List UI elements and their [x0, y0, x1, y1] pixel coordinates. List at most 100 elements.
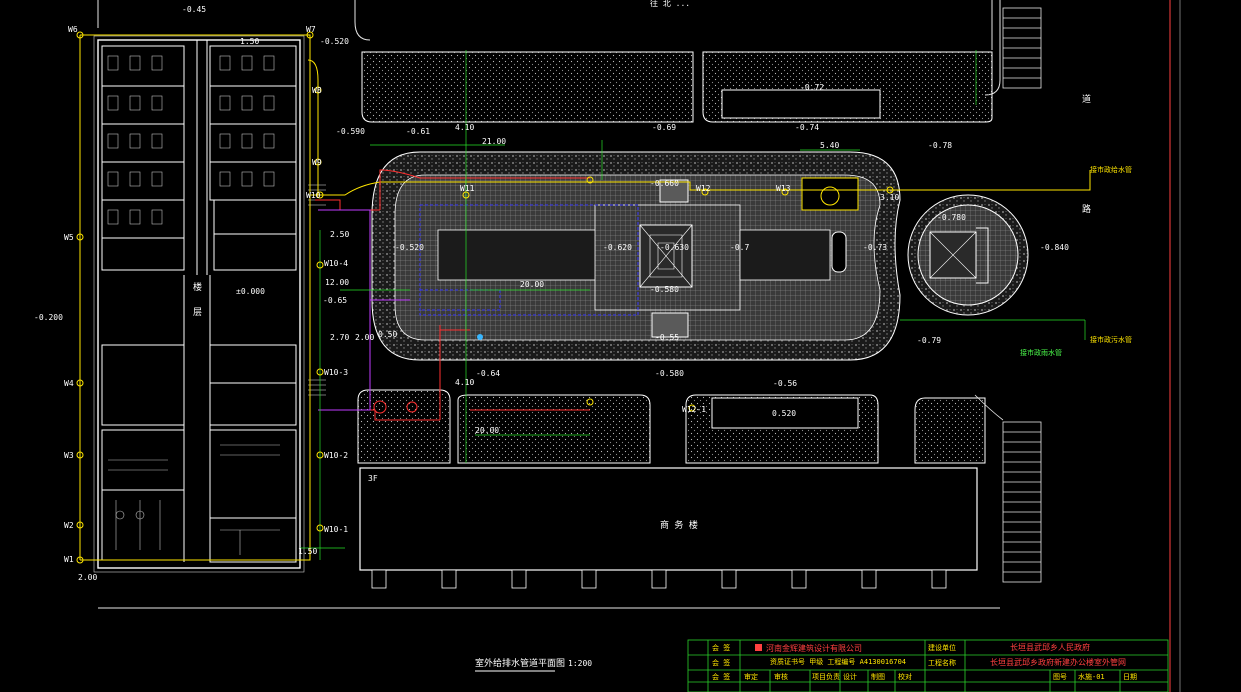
well-w3: W8	[312, 86, 322, 95]
plaza-step-bottom	[651, 312, 689, 338]
well-w9: W2	[64, 521, 74, 530]
floor-tag: 3F	[368, 474, 378, 483]
dim-d6: 2.50	[330, 230, 349, 239]
well-w5: W10	[306, 191, 321, 200]
tb-project: 长垣县武邱乡政府新建办公楼室外管网	[990, 657, 1126, 667]
valve-marker	[477, 334, 483, 340]
top-planter	[721, 89, 881, 119]
level-l22: -0.79	[917, 336, 941, 345]
dimension-lines	[300, 50, 1086, 560]
company-logo-icon	[755, 644, 762, 651]
dim-d5: 5.40	[820, 141, 839, 150]
well-w13: W10-3	[324, 368, 348, 377]
dim-d12: 4.10	[455, 123, 474, 132]
bottom-planter	[711, 397, 859, 429]
dim-d10: 1.50	[298, 547, 317, 556]
commercial-building	[359, 467, 978, 571]
dim-d1: 21.00	[482, 137, 506, 146]
level-l24: -0.7	[730, 243, 749, 252]
building-label-2: 层	[193, 307, 202, 318]
dim-d4: 12.00	[325, 278, 349, 287]
well-w10: W1	[64, 555, 74, 564]
tb-no-label: 图号	[1053, 673, 1067, 681]
level-l2: -0.520	[320, 37, 349, 46]
drawing-title: 室外给排水管道平面图	[475, 657, 565, 669]
plaza-walk-right	[739, 229, 831, 281]
note-water-connection: 接市政给水管	[1090, 165, 1132, 174]
tb-company: 河南金辉建筑设计有限公司	[766, 643, 862, 653]
tb-owner-label: 建设单位	[928, 643, 956, 652]
dim-d15: 1.50	[240, 37, 259, 46]
level-l25: 0.520	[772, 409, 796, 418]
well-w12: W10-2	[324, 451, 348, 460]
building-label-1: 楼	[193, 281, 202, 293]
level-l17: -0.64	[476, 369, 500, 378]
grease-trap	[406, 401, 418, 413]
dim-d8: 2.00	[355, 333, 374, 342]
right-road-label-mid: 路	[1082, 203, 1091, 215]
level-l1: -0.45	[182, 5, 206, 14]
building-furniture	[107, 55, 280, 555]
title-block	[687, 639, 1169, 692]
well-w6: W5	[64, 233, 74, 242]
level-l5: -0.69	[652, 123, 676, 132]
tb-field-5: 制图	[871, 672, 885, 681]
level-l9: -0.200	[34, 313, 63, 322]
tb-field-6: 校对	[898, 672, 912, 681]
statue-detail	[929, 231, 977, 279]
commercial-building-label: 商 务 楼	[660, 519, 698, 531]
tb-field-2: 审核	[774, 672, 788, 681]
plaza-step-top	[659, 179, 689, 203]
level-l11: -0.620	[603, 243, 632, 252]
plaza-walk-left	[437, 229, 599, 281]
note-sewage-connection: 接市政污水管	[1090, 335, 1132, 344]
dim-d14: 3.10	[880, 193, 899, 202]
well-w4: W9	[312, 158, 322, 167]
top-road-label: 往 北 ...	[650, 0, 690, 8]
level-l16: -0.65	[323, 296, 347, 305]
statue-steps	[976, 227, 989, 284]
right-stair-strip	[974, 7, 1042, 583]
pump-room-circle	[820, 186, 840, 206]
level-l18: -0.580	[655, 369, 684, 378]
level-l13: -0.580	[650, 285, 679, 294]
dim-d2: 20.00	[520, 280, 544, 289]
rain-pipe	[318, 209, 410, 411]
dim-d7: 2.70	[330, 333, 349, 342]
well-w14: W10-4	[324, 259, 348, 268]
drawing-scale: 1:200	[568, 659, 592, 668]
level-l10: -0.520	[395, 243, 424, 252]
septic-tank	[373, 400, 387, 414]
tb-owner: 长垣县武邱乡人民政府	[1010, 642, 1090, 652]
tb-field-1: 审定	[744, 672, 758, 681]
blue-dashed-pipe	[419, 204, 639, 316]
tb-no: 水施-01	[1078, 672, 1105, 681]
level-l4: -0.61	[406, 127, 430, 136]
level-l15: -0.55	[655, 333, 679, 342]
tb-cert: 资质证书号 甲级 工程编号 A4130016704	[770, 657, 906, 666]
well-w11: W10-1	[324, 525, 348, 534]
well-w16: W12	[696, 184, 711, 193]
level-l20: -0.780	[937, 213, 966, 222]
commercial-columns	[371, 569, 947, 589]
dim-d9: 0.50	[378, 330, 397, 339]
well-w1: W6	[68, 25, 78, 34]
tb-date-label: 日期	[1123, 673, 1137, 681]
well-w7: W4	[64, 379, 74, 388]
tb-countersign-3: 会 签	[712, 672, 730, 681]
office-building	[93, 35, 305, 573]
plaza-bench	[831, 231, 847, 273]
level-l7: -0.78	[928, 141, 952, 150]
right-road-label-top: 道	[1082, 93, 1091, 105]
manholes	[76, 31, 894, 564]
dim-d3: 20.00	[475, 426, 499, 435]
level-l8: -0.72	[800, 83, 824, 92]
level-l21: -0.840	[1040, 243, 1069, 252]
building-center-elevation: ±0.000	[236, 287, 265, 296]
left-stairs	[308, 184, 326, 396]
tb-field-4: 设计	[843, 672, 857, 681]
level-l3: -0.590	[336, 127, 365, 136]
water-supply-pipe	[79, 34, 1091, 561]
tb-field-3: 项目负责	[812, 672, 840, 681]
